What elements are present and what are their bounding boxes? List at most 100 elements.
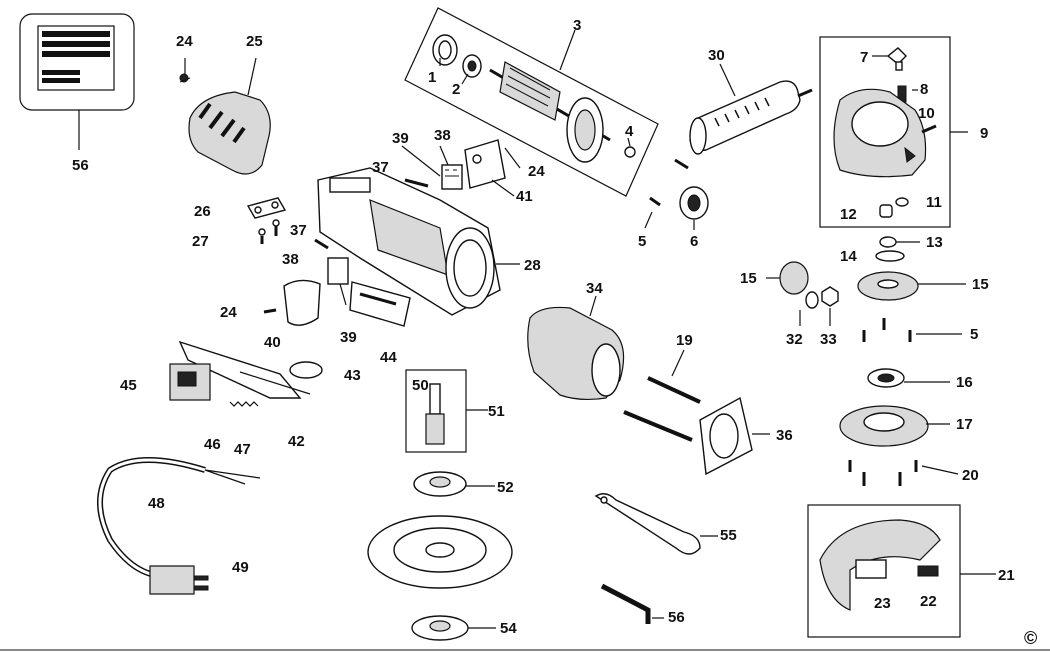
label-43: 43	[344, 367, 361, 384]
part-label-44	[349, 281, 411, 327]
label-25: 25	[246, 33, 263, 50]
part-switch-rod-42	[178, 340, 311, 399]
label-52: 52	[497, 479, 514, 496]
label-45: 45	[120, 377, 137, 394]
label-36: 36	[776, 427, 793, 444]
part-guard-box	[807, 504, 996, 638]
label-30: 30	[708, 47, 725, 64]
label-13: 13	[926, 234, 943, 251]
part-switch-38-39	[401, 145, 463, 190]
label-20: 20	[962, 467, 979, 484]
part-bearing-16	[867, 368, 950, 388]
part-label-plate	[19, 13, 135, 150]
label-47: 47	[234, 441, 251, 458]
label-5-b: 5	[970, 326, 978, 343]
part-power-cord	[97, 457, 261, 595]
part-clamp-26	[246, 197, 287, 219]
part-washer-32	[799, 291, 819, 326]
label-56-a: 56	[72, 157, 89, 174]
label-21: 21	[998, 567, 1015, 584]
part-screw-24-a	[179, 58, 191, 83]
part-side-handle	[689, 63, 813, 155]
label-38-a: 38	[434, 127, 451, 144]
part-spanner-55	[594, 493, 718, 555]
label-9: 9	[980, 125, 988, 142]
part-end-plate-36	[699, 396, 770, 476]
label-15-b: 15	[972, 276, 989, 293]
label-40: 40	[264, 334, 281, 351]
label-39-a: 39	[392, 130, 409, 147]
label-44: 44	[380, 349, 397, 366]
part-bearing-flange-17	[839, 405, 950, 447]
part-spindle-box	[405, 369, 488, 453]
part-switch-cover-40	[263, 279, 321, 326]
label-37-b: 37	[290, 222, 307, 239]
part-bolts-19	[623, 349, 701, 442]
part-switch-45	[169, 363, 211, 401]
label-12: 12	[840, 206, 857, 223]
part-screws-27	[258, 219, 280, 244]
label-54: 54	[500, 620, 517, 637]
label-8: 8	[920, 81, 928, 98]
part-bevel-gear-15	[857, 271, 966, 301]
part-field-coil	[527, 295, 625, 401]
label-51: 51	[488, 403, 505, 420]
label-48: 48	[148, 495, 165, 512]
label-33: 33	[820, 331, 837, 348]
part-grinding-disc	[367, 515, 513, 589]
label-24-b: 24	[528, 163, 545, 180]
label-42: 42	[288, 433, 305, 450]
label-6: 6	[690, 233, 698, 250]
part-armature-box	[404, 7, 659, 197]
label-56-b: 56	[668, 609, 685, 626]
label-50: 50	[412, 377, 429, 394]
part-retaining-ring-13	[879, 236, 920, 248]
label-10: 10	[918, 105, 935, 122]
part-hex-key-56	[600, 583, 664, 624]
label-17: 17	[956, 416, 973, 433]
part-screws-5-b	[862, 318, 962, 342]
label-7: 7	[860, 49, 868, 66]
part-spring-47	[229, 401, 259, 407]
label-22: 22	[920, 593, 937, 610]
label-37-a: 37	[372, 159, 389, 176]
part-rear-cover	[188, 57, 271, 175]
label-39-b: 39	[340, 329, 357, 346]
label-11: 11	[926, 194, 942, 211]
label-49: 49	[232, 559, 249, 576]
part-flange-52	[413, 471, 495, 497]
part-screws-20	[848, 460, 959, 486]
label-26: 26	[194, 203, 211, 220]
label-32: 32	[786, 331, 803, 348]
label-16: 16	[956, 374, 973, 391]
label-23: 23	[874, 595, 891, 612]
part-pinion-15	[766, 261, 809, 295]
part-switch-38-lower	[327, 257, 349, 306]
label-24-c: 24	[220, 304, 237, 321]
label-5-a: 5	[638, 233, 646, 250]
label-38-b: 38	[282, 251, 299, 268]
copyright-mark: ©	[1024, 628, 1037, 648]
label-28: 28	[524, 257, 541, 274]
part-gear-head-box	[819, 36, 968, 228]
label-19: 19	[676, 332, 693, 349]
label-3: 3	[573, 17, 581, 34]
label-14: 14	[840, 248, 857, 265]
label-27: 27	[192, 233, 209, 250]
part-slider-43	[289, 361, 323, 379]
label-34: 34	[586, 280, 603, 297]
part-washer-14	[875, 250, 905, 262]
label-46: 46	[204, 436, 221, 453]
label-2: 2	[452, 81, 460, 98]
label-4: 4	[625, 123, 634, 140]
part-screw-5-a	[644, 158, 689, 229]
part-brush-cover-41	[464, 139, 521, 197]
part-flange-nut-54	[411, 615, 496, 641]
part-nut-33	[821, 286, 839, 326]
part-screw-37-b	[314, 238, 329, 250]
label-15-a: 15	[740, 270, 757, 287]
label-1: 1	[428, 69, 436, 86]
label-41: 41	[516, 188, 533, 205]
label-24-a: 24	[176, 33, 193, 50]
